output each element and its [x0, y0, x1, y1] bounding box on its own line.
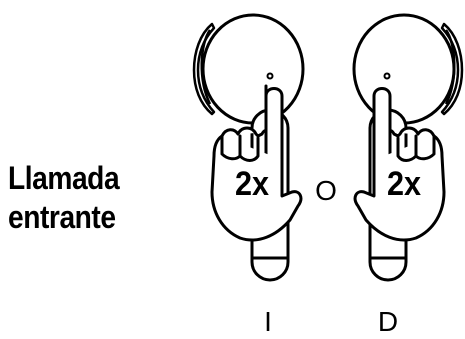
caption-line-1: Llamada — [8, 160, 120, 196]
left-tap-count-label: 2x — [235, 165, 269, 203]
left-earbud-label: I — [264, 306, 272, 337]
left-hand-tap-icon — [210, 84, 303, 242]
right-earbud-label: D — [378, 306, 398, 337]
right-tap-count-label: 2x — [387, 165, 421, 203]
caption-line-2: entrante — [8, 199, 116, 235]
or-separator: O — [315, 175, 337, 206]
right-hand-tap-icon — [353, 87, 446, 242]
